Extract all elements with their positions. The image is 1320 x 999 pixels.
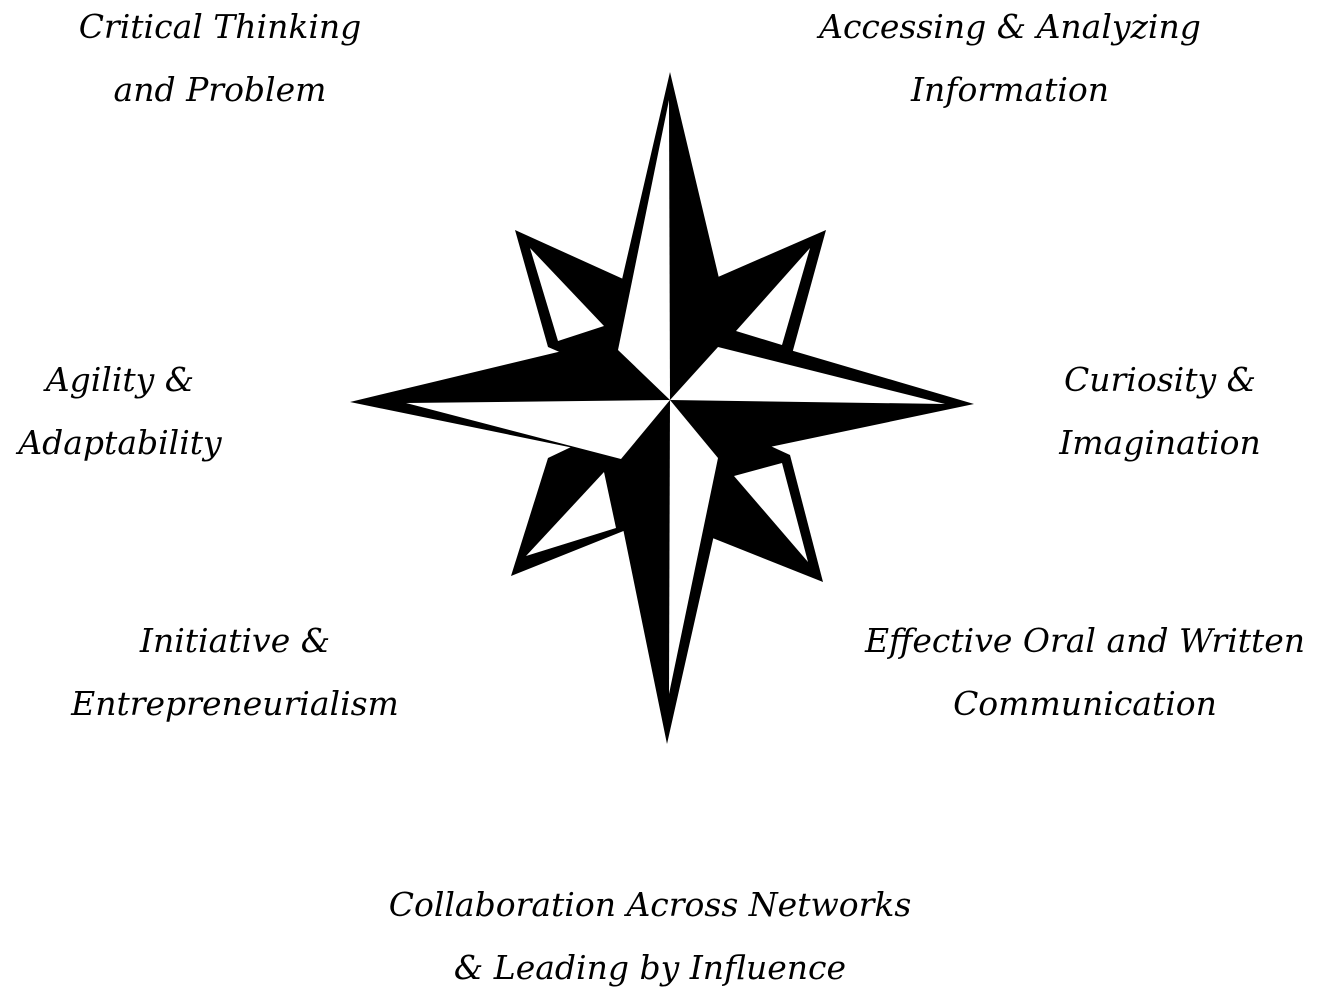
- label-line: Communication: [953, 684, 1217, 723]
- label-line: Critical Thinking: [78, 7, 362, 46]
- label-accessing-analyzing: Accessing & Analyzing Information: [800, 0, 1220, 121]
- label-line: Curiosity &: [1064, 360, 1256, 399]
- cardinal-star: [350, 72, 974, 744]
- label-line: Effective Oral and Written: [864, 621, 1306, 660]
- label-line: Initiative &: [139, 621, 331, 660]
- label-line: Adaptability: [18, 423, 222, 462]
- label-line: Agility &: [45, 360, 195, 399]
- label-line: Accessing & Analyzing: [819, 7, 1201, 46]
- label-line: Imagination: [1059, 423, 1261, 462]
- label-agility-adaptability: Agility & Adaptability: [0, 348, 240, 474]
- label-line: Entrepreneurialism: [71, 684, 399, 723]
- label-line: Collaboration Across Networks: [388, 885, 912, 924]
- label-collaboration-leading: Collaboration Across Networks & Leading …: [350, 873, 950, 999]
- label-critical-thinking: Critical Thinking and Problem: [60, 0, 380, 121]
- label-effective-communication: Effective Oral and Written Communication: [850, 609, 1320, 735]
- label-line: Information: [910, 70, 1110, 109]
- label-line: and Problem: [113, 70, 327, 109]
- label-curiosity-imagination: Curiosity & Imagination: [1040, 348, 1280, 474]
- label-line: & Leading by Influence: [453, 948, 847, 987]
- label-initiative-entrepreneurialism: Initiative & Entrepreneurialism: [40, 609, 430, 735]
